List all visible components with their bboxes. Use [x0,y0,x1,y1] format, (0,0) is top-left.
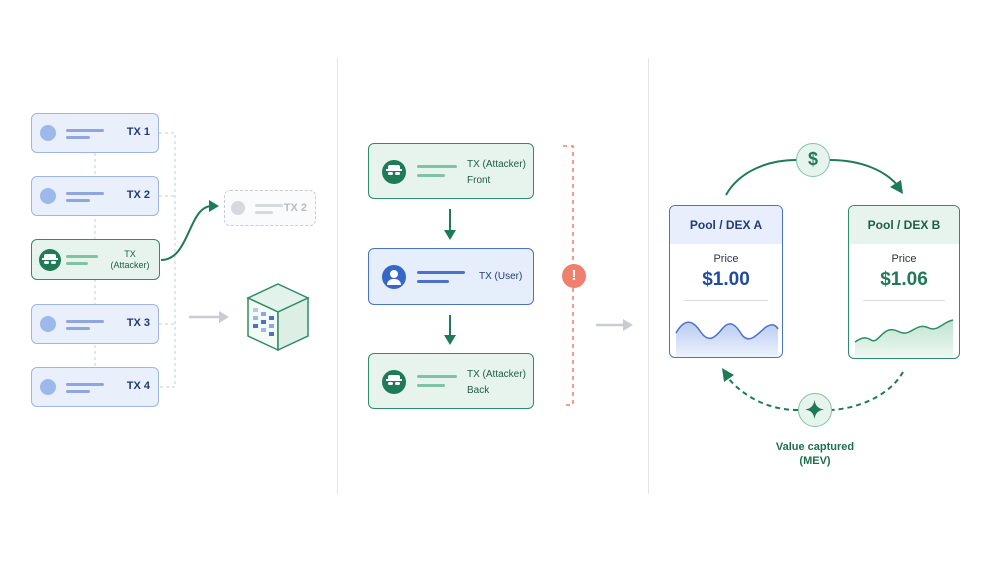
tx-label: TX 1 [126,126,150,138]
pool-a-title: Pool / DEX A [670,206,782,244]
text-placeholder-line [417,280,449,283]
text-placeholder-line [66,390,90,393]
pool-a-sparkline [675,321,779,357]
pool-b-separator [863,300,945,301]
pool-b-title: Pool / DEX B [849,206,959,244]
text-placeholder-line [66,327,90,330]
tx-card-1: TX 1 [31,113,159,153]
text-placeholder-line [66,199,90,202]
front-label-line1: TX (Attacker) [467,159,526,170]
divider-left [337,58,338,494]
pool-a-separator [684,300,768,301]
tx-attacker-back-card: TX (Attacker) Back [368,353,534,409]
tx-label: TX (Attacker) [110,249,150,270]
text-placeholder-line [66,255,98,258]
pool-b-price-label: Price [891,253,917,265]
tx-user-card: TX (User) [368,248,534,305]
back-label-line2: Back [467,385,490,396]
pool-dex-b-card: Pool / DEX B Price $1.06 [848,205,960,359]
tx-label: TX 4 [126,380,150,392]
pool-a-price-label: Price [713,253,739,265]
text-placeholder-line [255,211,273,214]
tx-avatar-icon [40,379,56,395]
pool-b-price-value: $1.06 [880,269,928,290]
tx-avatar-icon [40,125,56,141]
tx-card-attacker: TX (Attacker) [31,239,160,280]
tx-avatar-icon [40,188,56,204]
front-label-line2: Front [467,175,491,186]
sparkle-icon [798,393,832,427]
dollar-icon: $ [796,143,830,177]
tx-card-2: TX 2 [31,176,159,216]
text-placeholder-line [417,174,445,177]
tx-label: TX 2 [283,202,307,214]
tx-avatar-icon [231,201,245,215]
text-placeholder-line [66,383,104,386]
spy-icon [382,370,406,394]
text-placeholder-line [66,136,90,139]
alert-icon: ! [562,264,586,288]
pool-b-sparkline [854,319,954,358]
ghost-tx-card: TX 2 [224,190,316,226]
text-placeholder-line [66,262,88,265]
mev-caption-line2: (MEV) [799,455,831,467]
text-placeholder-line [417,384,445,387]
user-icon [382,265,406,289]
tx-label: TX 2 [126,189,150,201]
divider-right [648,58,649,494]
text-placeholder-line [66,129,104,132]
spy-icon [39,249,61,271]
spy-icon [382,160,406,184]
pool-dex-a-card: Pool / DEX A Price $1.00 [669,205,783,358]
tx-label: TX 3 [126,317,150,329]
back-label-line1: TX (Attacker) [467,369,526,380]
mev-caption-line1: Value captured [775,441,855,453]
text-placeholder-line [417,375,457,378]
user-label: TX (User) [479,271,523,282]
text-placeholder-line [417,165,457,168]
text-placeholder-line [255,204,283,207]
tx-card-4: TX 4 [31,367,159,407]
tx-attacker-front-card: TX (Attacker) Front [368,143,534,199]
mev-caption: Value captured (MEV) [760,440,870,468]
tx-card-3: TX 3 [31,304,159,344]
text-placeholder-line [417,271,465,274]
text-placeholder-line [66,192,104,195]
block-cube-icon [246,283,310,352]
text-placeholder-line [66,320,104,323]
tx-avatar-icon [40,316,56,332]
pool-a-price-value: $1.00 [702,269,750,290]
